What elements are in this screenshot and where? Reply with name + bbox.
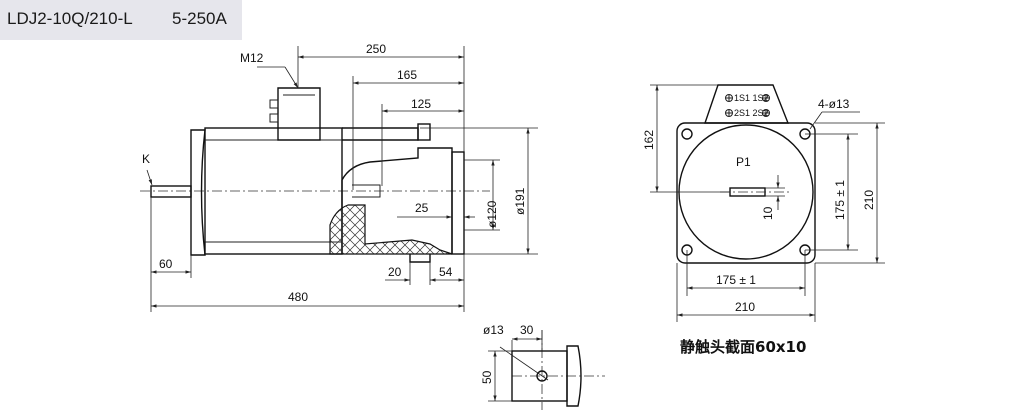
- thread-label: M12: [240, 51, 264, 65]
- side-view: M12 K 250 165 125 25 ø120 ø191: [140, 42, 538, 312]
- dim-125: 125: [411, 97, 431, 111]
- dim-191: ø191: [513, 187, 527, 215]
- dim-210-h: 210: [735, 300, 755, 314]
- dim-175-v: 175 ± 1: [833, 180, 847, 220]
- dim-480: 480: [288, 290, 308, 304]
- p1-label: P1: [736, 155, 751, 169]
- dim-120: ø120: [485, 200, 499, 228]
- dim-60: 60: [159, 257, 173, 271]
- dim-54: 54: [439, 265, 453, 279]
- current-label: 5-250A: [172, 9, 227, 28]
- terminal-label-1: 1S1 1S2: [734, 93, 769, 103]
- title-tab: LDJ2-10Q/210-L 5-250A: [0, 0, 242, 40]
- dim-210-v: 210: [862, 190, 876, 210]
- detail-view: ø13 30 50: [480, 323, 605, 410]
- dim-50: 50: [480, 370, 494, 384]
- end-label: K: [142, 152, 150, 166]
- dim-20: 20: [388, 265, 402, 279]
- dim-175-h: 175 ± 1: [716, 273, 756, 287]
- dim-30: 30: [520, 323, 534, 337]
- holes-label: 4-ø13: [818, 97, 850, 111]
- dim-250: 250: [366, 42, 386, 56]
- caption: 静触头截面60x10: [680, 338, 806, 356]
- terminal-label-2: 2S1 2S2: [734, 108, 769, 118]
- dim-162: 162: [642, 130, 656, 150]
- dim-165: 165: [397, 68, 417, 82]
- model-label: LDJ2-10Q/210-L: [7, 9, 133, 28]
- dim-13: ø13: [483, 323, 504, 337]
- dim-25: 25: [415, 201, 429, 215]
- front-view: 1S1 1S2 2S1 2S2 P1 4-ø13 162 10 175 ± 1: [642, 84, 885, 356]
- dim-10: 10: [761, 206, 775, 220]
